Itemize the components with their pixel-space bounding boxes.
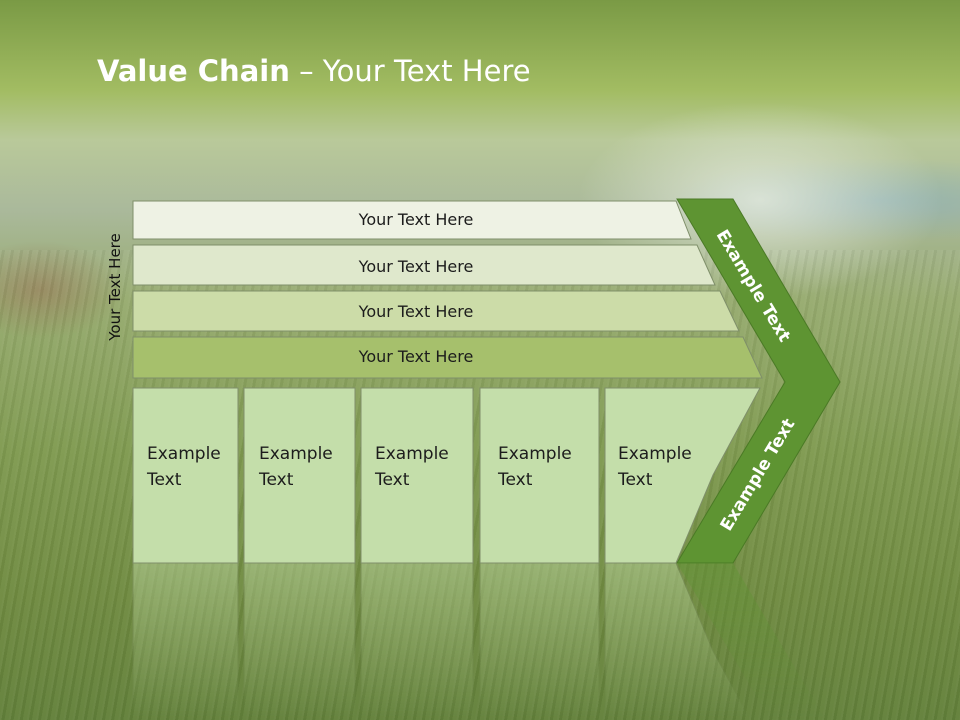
row-shape-1 (132, 200, 692, 240)
cell-4-line1: Example (498, 444, 572, 464)
row-label-2: Your Text Here (358, 257, 474, 276)
cell-2-line2: Text (258, 470, 294, 490)
cell-1 (132, 387, 239, 564)
header-rows: Your Text Here Your Text Here Your Text … (132, 200, 763, 379)
cell-5-line2: Text (617, 470, 653, 490)
cell-1-line2: Text (146, 470, 182, 490)
slide-title: Value Chain – Your Text Here (97, 54, 531, 88)
diagram-reflection (132, 562, 826, 720)
cell-2 (243, 387, 356, 564)
row-label-3: Your Text Here (358, 302, 474, 321)
row-label-1: Your Text Here (358, 210, 474, 229)
cell-5 (604, 387, 761, 564)
cell-2-line1: Example (259, 444, 333, 464)
cell-5-line1: Example (618, 444, 692, 464)
row-label-4: Your Text Here (358, 347, 474, 366)
title-rest: – Your Text Here (289, 54, 531, 88)
row-shape-3 (132, 290, 740, 332)
row-shape-2 (132, 244, 716, 286)
cell-4-line2: Text (497, 470, 533, 490)
chevron-shape (676, 198, 841, 564)
chevron-arrow: Example Text Example Text (676, 198, 841, 564)
cell-3-line1: Example (375, 444, 449, 464)
row-shape-4 (132, 336, 763, 379)
cell-4 (479, 387, 600, 564)
cell-1-line1: Example (147, 444, 221, 464)
title-bold: Value Chain (97, 54, 290, 88)
cell-3-line2: Text (374, 470, 410, 490)
cell-3 (360, 387, 474, 564)
activity-cells: Example Text Example Text Example Text E… (132, 387, 761, 564)
